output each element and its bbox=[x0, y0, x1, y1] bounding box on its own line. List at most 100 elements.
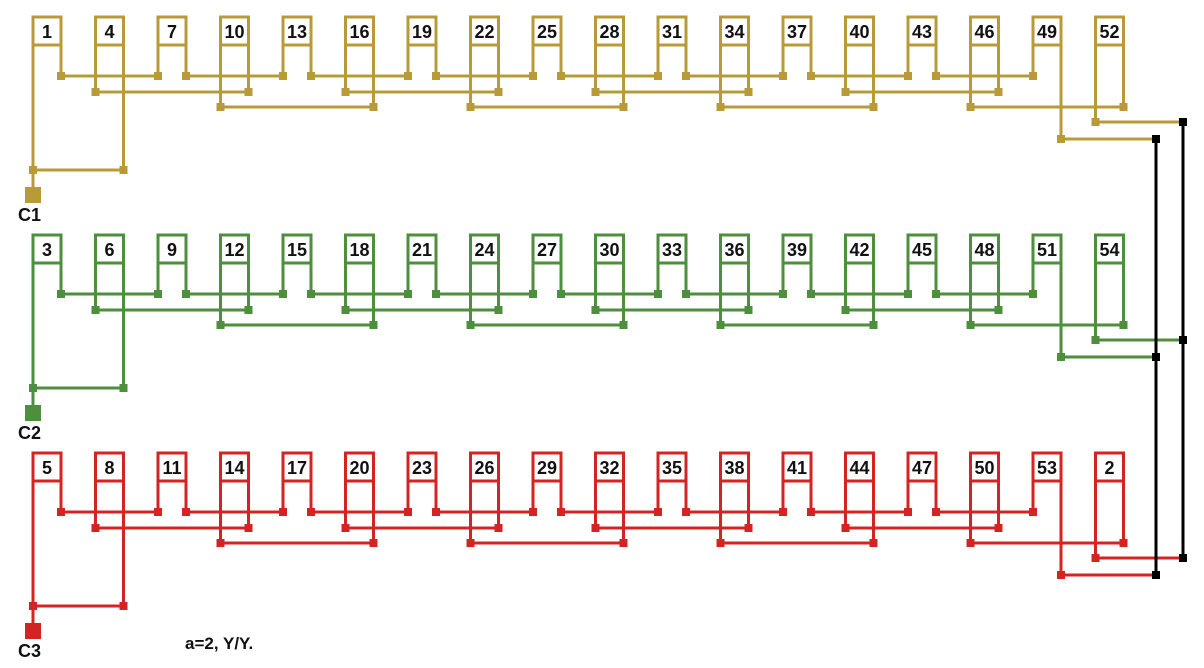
junction-dot bbox=[369, 103, 378, 111]
coil-label: 54 bbox=[1099, 240, 1119, 260]
junction-dot bbox=[279, 508, 287, 516]
junction-dot bbox=[716, 103, 725, 111]
coil-label: 7 bbox=[167, 22, 177, 42]
junction-dot bbox=[341, 306, 350, 314]
coil-51-box bbox=[1031, 233, 1063, 265]
coil-13-box bbox=[281, 15, 313, 47]
coil-label: 2 bbox=[1104, 458, 1114, 478]
coil-2-box bbox=[1094, 451, 1125, 483]
coil-label: 26 bbox=[474, 458, 494, 478]
junction-dot bbox=[779, 290, 787, 298]
junction-dot bbox=[744, 88, 753, 96]
coil-32-box bbox=[594, 451, 625, 483]
junction-dot bbox=[529, 290, 537, 298]
junction-dot bbox=[904, 290, 912, 298]
coil-52-box bbox=[1094, 15, 1125, 47]
junction-dot bbox=[932, 508, 940, 516]
coil-33-box bbox=[656, 233, 688, 265]
junction-dot bbox=[966, 321, 975, 329]
coil-8-box bbox=[94, 451, 125, 483]
coil-label: 8 bbox=[104, 458, 114, 478]
junction-dot bbox=[216, 539, 225, 547]
coil-label: 53 bbox=[1037, 458, 1057, 478]
coil-4-box bbox=[94, 15, 125, 47]
junction-dot bbox=[841, 88, 850, 96]
coil-label: 31 bbox=[662, 22, 682, 42]
junction-dot bbox=[154, 72, 162, 80]
coil-label: 41 bbox=[787, 458, 807, 478]
terminal-C3-icon bbox=[25, 623, 41, 639]
junction-dot bbox=[869, 539, 878, 547]
junction-dot bbox=[1057, 353, 1065, 361]
coil-29-box bbox=[531, 451, 563, 483]
coil-label: 40 bbox=[849, 22, 869, 42]
junction-dot bbox=[216, 103, 225, 111]
junction-dot bbox=[779, 72, 787, 80]
junction-dot bbox=[341, 88, 350, 96]
coil-53-box bbox=[1031, 451, 1063, 483]
junction-dot bbox=[307, 508, 315, 516]
junction-dot bbox=[369, 321, 378, 329]
junction-dot bbox=[244, 524, 253, 532]
junction-dot bbox=[494, 88, 503, 96]
junction-dot bbox=[966, 539, 975, 547]
coil-label: 27 bbox=[537, 240, 557, 260]
junction-dot bbox=[466, 321, 475, 329]
junction-dot bbox=[744, 306, 753, 314]
junction-dot bbox=[932, 290, 940, 298]
junction-dot bbox=[1119, 539, 1128, 547]
junction-dot bbox=[1091, 554, 1100, 562]
coil-20-box bbox=[344, 451, 375, 483]
coil-label: 39 bbox=[787, 240, 807, 260]
junction-dot bbox=[1029, 508, 1037, 516]
coil-label: 9 bbox=[167, 240, 177, 260]
coil-label: 17 bbox=[287, 458, 307, 478]
junction-dot bbox=[432, 290, 440, 298]
coil-label: 46 bbox=[974, 22, 994, 42]
junction-dot bbox=[432, 508, 440, 516]
coil-label: 44 bbox=[849, 458, 869, 478]
coil-label: 16 bbox=[349, 22, 369, 42]
coil-42-box bbox=[844, 233, 875, 265]
coil-10-box bbox=[219, 15, 250, 47]
junction-dot bbox=[779, 508, 787, 516]
coil-label: 6 bbox=[104, 240, 114, 260]
coil-label: 50 bbox=[974, 458, 994, 478]
junction-dot bbox=[654, 72, 662, 80]
junction-dot bbox=[91, 306, 100, 314]
coil-35-box bbox=[656, 451, 688, 483]
junction-dot bbox=[307, 290, 315, 298]
coil-40-box bbox=[844, 15, 875, 47]
coil-label: 24 bbox=[474, 240, 494, 260]
coil-39-box bbox=[781, 233, 813, 265]
coil-label: 5 bbox=[42, 458, 52, 478]
junction-dot bbox=[1091, 118, 1100, 126]
junction-dot bbox=[244, 88, 253, 96]
coil-30-box bbox=[594, 233, 625, 265]
coil-48-box bbox=[969, 233, 1000, 265]
coil-24-box bbox=[469, 233, 500, 265]
coil-43-box bbox=[906, 15, 938, 47]
junction-dot bbox=[1119, 103, 1128, 111]
junction-dot bbox=[119, 166, 128, 174]
coil-label: 33 bbox=[662, 240, 682, 260]
coil-16-box bbox=[344, 15, 375, 47]
coil-label: 30 bbox=[599, 240, 619, 260]
junction-dot bbox=[904, 508, 912, 516]
junction-dot bbox=[432, 72, 440, 80]
coil-7-box bbox=[156, 15, 188, 47]
junction-dot bbox=[119, 602, 128, 610]
coil-label: 20 bbox=[349, 458, 369, 478]
junction-dot bbox=[807, 290, 815, 298]
coil-label: 14 bbox=[224, 458, 244, 478]
junction-dot bbox=[529, 72, 537, 80]
coil-label: 13 bbox=[287, 22, 307, 42]
terminal-label: C2 bbox=[18, 423, 41, 443]
junction-dot bbox=[154, 508, 162, 516]
junction-dot bbox=[494, 524, 503, 532]
terminal-C2-icon bbox=[25, 405, 41, 421]
junction-dot bbox=[1029, 72, 1037, 80]
junction-dot bbox=[557, 508, 565, 516]
junction-dot bbox=[591, 88, 600, 96]
junction-dot bbox=[57, 72, 65, 80]
